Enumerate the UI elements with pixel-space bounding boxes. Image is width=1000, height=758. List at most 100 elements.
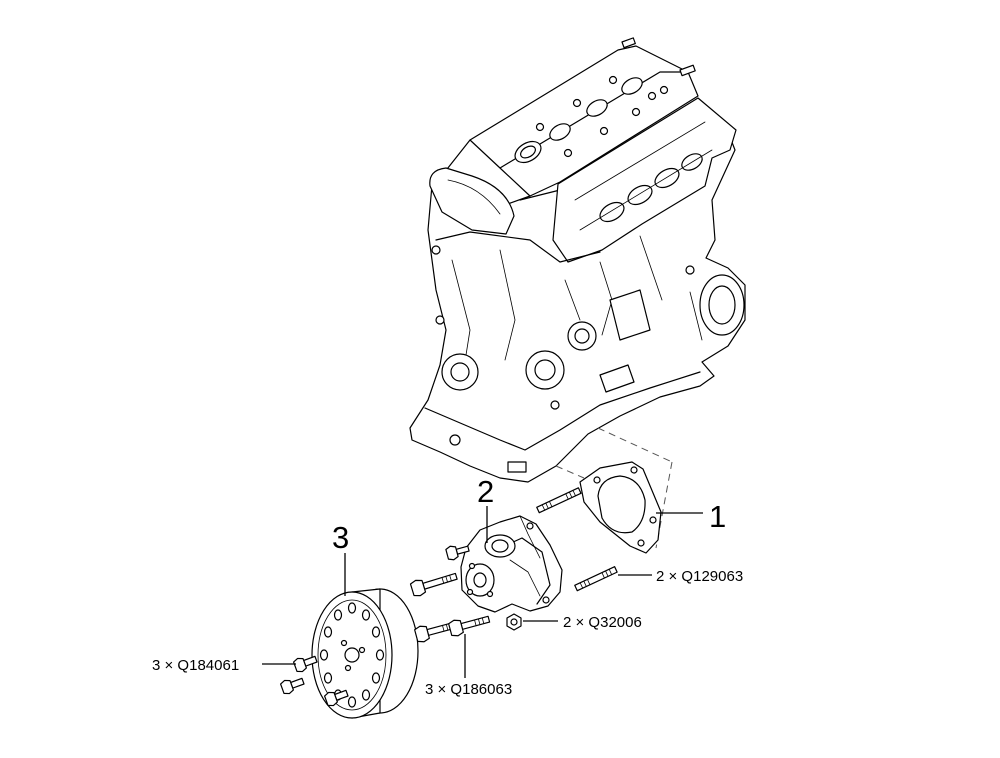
callout-part-1: 1	[709, 499, 726, 534]
oil-filler-cap-inner	[520, 145, 536, 159]
pulley-hole	[319, 649, 329, 661]
callouts: 1 2 3 2 × Q129063 2 × Q32006 3 × Q184061…	[152, 474, 743, 698]
fasteners	[279, 487, 618, 707]
pump-hub-bolt-hole	[486, 590, 494, 598]
bolt-head	[292, 657, 308, 673]
gasket	[579, 461, 662, 554]
pulley-hole	[375, 649, 385, 661]
gasket-center-hole	[597, 475, 646, 534]
pulley-hole	[371, 672, 381, 684]
cover-bolt	[647, 91, 657, 101]
part-number-nut: 2 × Q32006	[563, 614, 642, 631]
stud	[574, 566, 618, 592]
pump-flange-edge	[499, 537, 551, 605]
pump-shaft-hub-inner	[473, 572, 487, 588]
stud-thread	[541, 489, 576, 511]
drain-plug	[449, 434, 461, 446]
fuel-rail-fitting	[621, 37, 636, 49]
bolt-head	[409, 579, 427, 597]
pulley	[311, 588, 419, 719]
cover-bolt	[631, 107, 641, 117]
pulley-bolt-hole	[358, 646, 366, 654]
part-number-stud: 2 × Q129063	[656, 568, 743, 585]
long-bolt	[409, 572, 458, 597]
cover-bolt	[572, 98, 582, 108]
bell-housing-inner	[708, 285, 736, 325]
pump-mount-hole	[526, 522, 534, 530]
pulley-face-ring	[317, 599, 387, 711]
spark-plug-well	[586, 99, 608, 117]
pump-mount-hole	[542, 596, 550, 604]
pump-top-bolt	[445, 545, 470, 561]
callout-part-2: 2	[477, 474, 494, 509]
head-edge-line	[574, 121, 713, 231]
block-bolt	[435, 315, 445, 325]
pulley-hole	[347, 696, 357, 708]
spark-plug-well	[549, 123, 571, 141]
spark-plug-well	[621, 77, 643, 95]
pulley-holes	[319, 602, 385, 708]
part-number-long-bolt: 3 × Q186063	[425, 681, 512, 698]
small-bolt	[323, 689, 349, 707]
stud-shank	[536, 487, 582, 514]
thermostat-housing-inner	[574, 328, 590, 344]
pulley-center-hole	[344, 647, 360, 663]
pump-hub-bolt-hole	[466, 588, 474, 596]
bolt-thread	[474, 617, 485, 627]
cover-bolt	[563, 148, 573, 158]
stud-thread	[579, 568, 613, 589]
long-bolt	[448, 615, 491, 637]
callout-part-3: 3	[332, 520, 349, 555]
block-bolt	[685, 265, 695, 275]
water-pump	[460, 515, 563, 613]
gasket-bolt-hole	[593, 476, 601, 484]
dashed-line	[555, 465, 585, 479]
bolt-head	[414, 625, 430, 643]
cover-bolt	[535, 122, 545, 132]
cover-bolt	[608, 75, 618, 85]
nut-bore	[510, 618, 518, 626]
block-bolt	[550, 400, 560, 410]
stud-shank	[574, 566, 618, 592]
pulley-bolt-hole	[340, 639, 348, 647]
pump-mount-opening-inner	[534, 359, 556, 381]
gasket-bolt-hole	[637, 539, 645, 547]
bolt-head	[445, 545, 459, 561]
cylinder-head-side	[552, 97, 737, 263]
small-bolt	[292, 655, 318, 673]
pulley-bolt-hole	[344, 664, 352, 672]
cover-bolt	[659, 85, 669, 95]
crank-seal-boss-inner	[450, 362, 470, 382]
mount-bracket	[609, 289, 651, 341]
pulley-hole	[347, 602, 357, 614]
gasket-bolt-hole	[649, 516, 657, 524]
pump-volute-line	[509, 515, 541, 597]
oil-pan-flange	[424, 371, 701, 451]
cover-bolt	[599, 126, 609, 136]
pulley-hole	[361, 609, 371, 621]
bolt-head	[448, 619, 464, 637]
cam-cover-front-boss	[429, 167, 515, 235]
small-bolt	[279, 677, 305, 695]
gasket-bolt-hole	[630, 466, 638, 474]
dashed-line	[597, 427, 673, 463]
pump-hub-bolt-hole	[468, 562, 476, 570]
pulley-hole	[361, 689, 371, 701]
stud	[536, 487, 582, 514]
block-head-seam	[435, 231, 601, 263]
bolt-head	[323, 691, 339, 707]
pulley-hole	[323, 672, 333, 684]
fuel-rail-fitting	[679, 64, 696, 77]
oil-pan-boss	[507, 461, 527, 473]
bolt-head	[279, 679, 295, 695]
pulley-hole	[333, 609, 343, 621]
cam-cover-bolts	[535, 37, 696, 158]
bolt-shank	[422, 572, 458, 590]
part-number-small-bolt: 3 × Q184061	[152, 657, 239, 674]
engine-assembly	[409, 37, 746, 483]
pulley-hole	[371, 626, 381, 638]
outlet-pipe	[599, 364, 635, 393]
bolt-thread	[441, 574, 452, 584]
pump-inlet-inner	[491, 539, 509, 553]
